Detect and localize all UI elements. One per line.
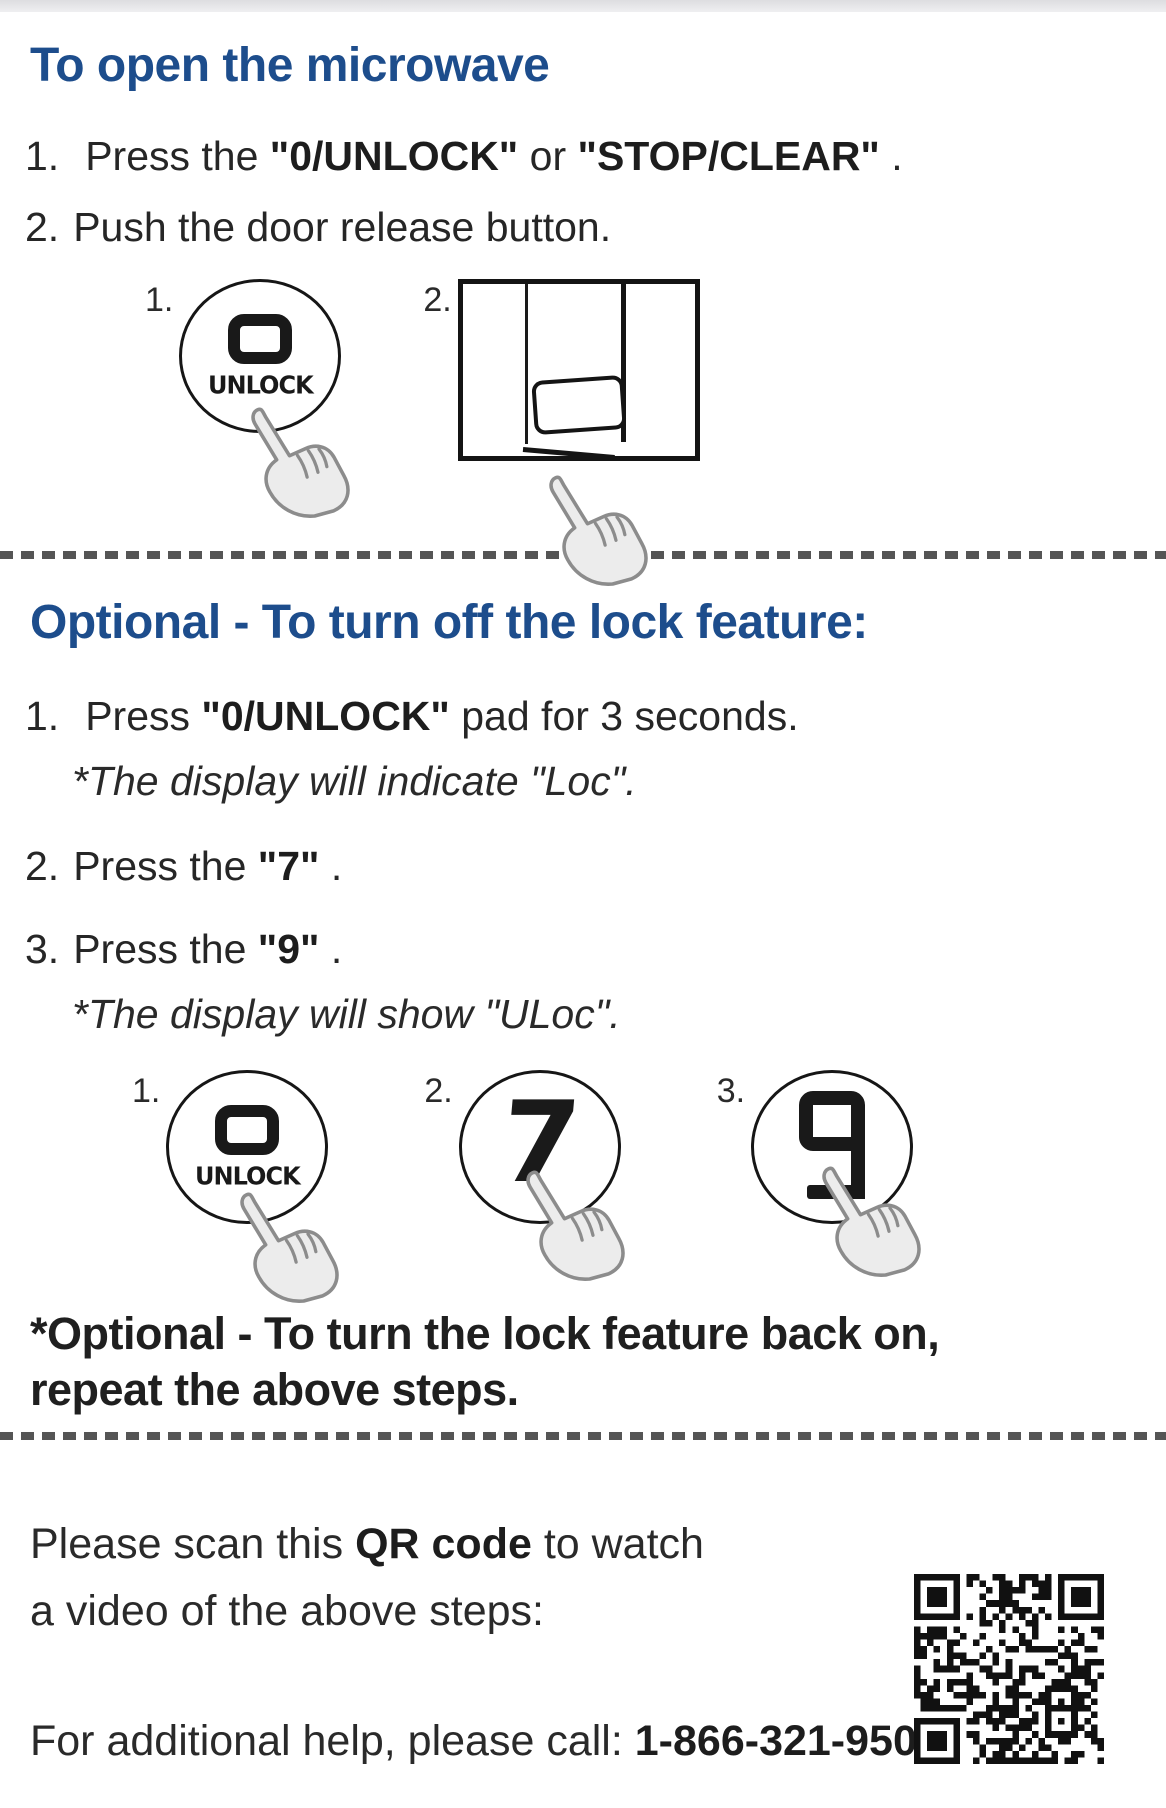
step-text: pad for 3 seconds. [449,692,799,739]
step-bold-seven: "7" [257,842,320,889]
section-open-title: To open the microwave [30,39,550,92]
figure-label: 1. [145,281,174,320]
lock-footnote-line2: repeat the above steps. [30,1364,519,1416]
step-number: 2. [25,842,60,889]
door-release-button [530,375,627,436]
lock-step-1: 1. Press "0/UNLOCK" pad for 3 seconds. [25,693,1166,740]
seven-pad-circle: 7 [458,1070,621,1225]
step-bold-unlock: "0/UNLOCK" [269,133,519,180]
footer: Please scan this QR code to watch a vide… [0,1520,1166,1766]
footer-text: For additional help, please call: [30,1716,635,1765]
figure-nine-pad: 3. [717,1070,913,1224]
qr-instruction-line2: a video of the above steps: [30,1587,544,1636]
step-text: . [319,926,343,973]
step-number: 1. [25,692,60,739]
figure-unlock-pad: 1. UNLOCK [145,279,341,433]
unlock-pad-circle: UNLOCK [179,279,342,434]
step-text: Press the [73,926,258,973]
footer-bold-qr: QR code [355,1519,532,1568]
figure-label: 2. [424,1072,453,1111]
step-bold-unlock: "0/UNLOCK" [201,692,450,739]
step-text: Press the [73,842,258,889]
step-text: Press [85,692,202,739]
figure-label: 1. [132,1072,161,1111]
section-lock-title: Optional - To turn off the lock feature: [30,596,868,650]
help-phone-number: 1-866-321-9509 [634,1716,941,1765]
unlock-key-label: UNLOCK [195,1161,301,1191]
lock-footnote-line1: *Optional - To turn the lock feature bac… [30,1308,940,1360]
door-bottom-edge [522,447,615,461]
qr-instruction-line1: Please scan this QR code to watch [30,1520,1166,1569]
figure-unlock-pad: 1. UNLOCK [132,1070,328,1224]
qr-code [914,1573,1104,1764]
figure-label: 2. [423,281,452,320]
nine-pad-circle [751,1070,914,1225]
lock-step-3: 3. Press the "9" . [25,926,1166,973]
step-number: 3. [25,926,60,973]
step-bold-nine: "9" [257,926,320,973]
zero-key-icon [215,1104,280,1155]
step-number: 1. [25,133,60,180]
step-text: Press the [85,133,270,180]
zero-key-icon [228,313,293,364]
help-phone-line: For additional help, please call: 1-866-… [30,1717,1166,1766]
footer-text: Please scan this [30,1519,356,1568]
step-text: or [518,133,578,180]
nine-key-digit [799,1091,866,1200]
seven-key-digit: 7 [495,1078,585,1209]
dashed-divider [0,1431,1166,1440]
display-note-uloc: *The display will show "ULoc". [72,991,621,1038]
step-text: . [319,842,343,889]
lock-figures-row: 1. UNLOCK 2. 7 3. [132,1070,1166,1232]
open-figures-row: 1. UNLOCK 2. [145,279,1166,511]
display-note-loc: *The display will indicate "Loc". [72,757,637,804]
step-text: . [879,133,903,180]
unlock-key-label: UNLOCK [208,370,314,400]
step-number: 2. [25,204,60,251]
footer-text: to watch [531,1519,704,1568]
lock-step-2: 2. Press the "7" . [25,843,1166,890]
step-bold-stopclear: "STOP/CLEAR" [577,133,880,180]
pointing-hand-icon [521,452,661,610]
step-text: Push the door release button. [73,204,612,251]
door-handle-line [620,284,626,443]
unlock-pad-circle: UNLOCK [166,1070,329,1225]
figure-label: 3. [716,1072,746,1111]
page-top-strip [0,0,1166,12]
door-edge-line [524,284,528,445]
figure-door-release: 2. [423,279,700,462]
microwave-door-diagram [457,279,700,462]
open-step-2: 2. Push the door release button. [25,204,1166,251]
open-step-1: 1. Press the "0/UNLOCK" or "STOP/CLEAR" . [25,133,1166,180]
figure-seven-pad: 2. 7 [424,1070,620,1224]
dashed-divider [0,551,1166,560]
